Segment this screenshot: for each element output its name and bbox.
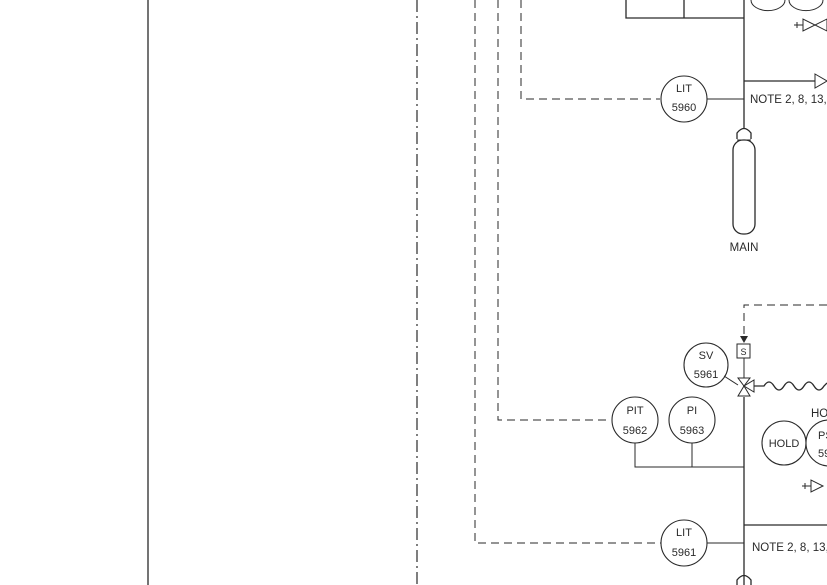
pit-5962-number: 5962: [623, 425, 647, 437]
upper-arrow-right: [814, 73, 827, 89]
sv-leader: [723, 375, 739, 386]
hold-bubble: HOLD: [761, 420, 807, 466]
main-cylinder-label: MAIN: [730, 242, 759, 254]
pit-5962-bubble: PIT 5962: [611, 396, 659, 444]
lit-5961-number: 5961: [672, 547, 696, 559]
lower-cylinder-icon: [736, 574, 752, 585]
solenoid-icon: S: [736, 343, 751, 359]
note-upper: NOTE 2, 8, 13,: [750, 94, 827, 106]
note-lower: NOTE 2, 8, 13,: [752, 542, 827, 554]
instrument-header-line: [634, 443, 744, 468]
main-cylinder-icon: [732, 127, 756, 235]
ps-tag: PS: [818, 430, 827, 442]
signal-line-lit-5961: [474, 0, 662, 544]
ps-number: 59: [818, 448, 827, 460]
sv-5961-tag: SV: [699, 350, 714, 362]
lit-5960-bubble: LIT 5960: [660, 75, 708, 123]
valve-icon-lower: [802, 479, 825, 493]
signal-arrow: [740, 336, 748, 343]
lit-5960-number: 5960: [672, 102, 696, 114]
three-way-valve-icon: [737, 377, 755, 397]
signal-line-pit-5962: [497, 0, 610, 421]
hold-header-label: HO: [811, 408, 827, 420]
signal-line-solenoid: [743, 304, 827, 340]
pi-5963-bubble: PI 5963: [668, 396, 716, 444]
lit-5960-tag: LIT: [676, 83, 692, 95]
flex-hose: [754, 381, 827, 391]
upper-manifold-box: [625, 0, 744, 19]
signal-line-lit-5960: [520, 0, 660, 100]
pit-5962-tag: PIT: [626, 405, 643, 417]
hold-bubble-label: HOLD: [769, 438, 800, 450]
pi-5963-number: 5963: [680, 425, 704, 437]
ps-bubble: PS 59: [805, 419, 827, 467]
partial-bubble-top-b: [788, 0, 824, 12]
valve-icon-top: [794, 18, 827, 32]
pi-5963-tag: PI: [687, 405, 697, 417]
solenoid-label: S: [740, 347, 746, 357]
partial-bubble-top-a: [750, 0, 786, 12]
sv-5961-bubble: SV 5961: [683, 342, 729, 388]
sv-5961-number: 5961: [694, 369, 718, 381]
lit-5961-bubble: LIT 5961: [660, 519, 708, 567]
lit-5961-tag: LIT: [676, 527, 692, 539]
